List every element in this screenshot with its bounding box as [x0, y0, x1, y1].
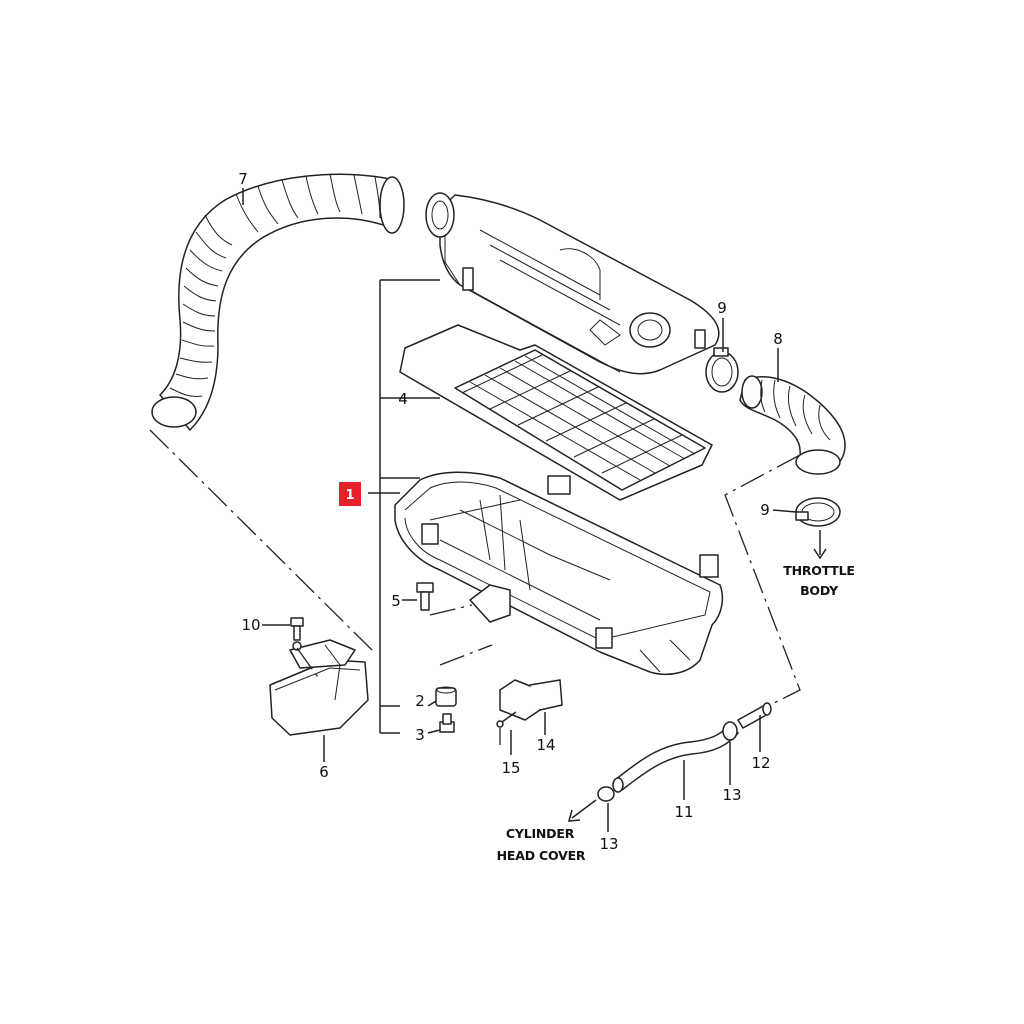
part-10-bolt [290, 617, 304, 651]
callout-12: 12 [751, 754, 770, 772]
part-9-hose-clamp-lower [795, 497, 841, 527]
part-11-breather-hose [612, 724, 739, 793]
callout-9-lower: 9 [760, 501, 770, 519]
assembly-lines [149, 429, 801, 745]
assembly-bracket [368, 279, 440, 734]
leader-lines [242, 188, 797, 832]
throttle-body-label-line-2: BODY [800, 583, 839, 598]
cylinder-head-cover-label-line-2: HEAD COVER [497, 848, 586, 863]
air-cleaner-lower-case [394, 471, 724, 676]
callout-4: 4 [398, 390, 408, 408]
arrow-to-cylinder-head-cover [567, 799, 597, 822]
callout-1-badge: 1 [339, 482, 361, 506]
callout-14: 14 [536, 736, 555, 754]
callout-8: 8 [773, 330, 783, 348]
part-13-clip-lower [597, 786, 615, 802]
air-cleaner-upper-case [425, 192, 720, 375]
part-9-hose-clamp-upper [705, 347, 739, 393]
callout-10: 10 [241, 616, 260, 634]
part-2-grommet [435, 686, 457, 707]
part-13-clip-upper [722, 721, 738, 741]
callout-7: 7 [238, 170, 248, 188]
arrow-to-throttle-body [813, 530, 827, 560]
callout-13-upper: 13 [722, 786, 741, 804]
part-12-connector [737, 702, 772, 729]
callout-5: 5 [391, 592, 401, 610]
part-14-sensor [499, 679, 563, 721]
throttle-body-label-line-1: THROTTLE [783, 563, 854, 578]
callout-9-upper: 9 [717, 299, 727, 317]
callout-1: 1 [345, 488, 354, 503]
part-15-screw [496, 711, 517, 728]
callout-2: 2 [415, 692, 425, 710]
part-8-outlet-hose [739, 375, 846, 475]
callout-1-box [339, 482, 361, 506]
part-6-air-inlet [269, 639, 369, 736]
part-7-intake-hose [151, 173, 405, 431]
callout-13-lower: 13 [599, 835, 618, 853]
part-4-air-filter-element [399, 324, 713, 501]
part-5-bolt [416, 582, 434, 611]
callout-6: 6 [319, 763, 329, 781]
callout-3: 3 [415, 726, 425, 744]
callout-11: 11 [674, 803, 693, 821]
cylinder-head-cover-label-line-1: CYLINDER [506, 826, 575, 841]
part-3-bushing [439, 713, 455, 733]
callout-15: 15 [501, 759, 520, 777]
